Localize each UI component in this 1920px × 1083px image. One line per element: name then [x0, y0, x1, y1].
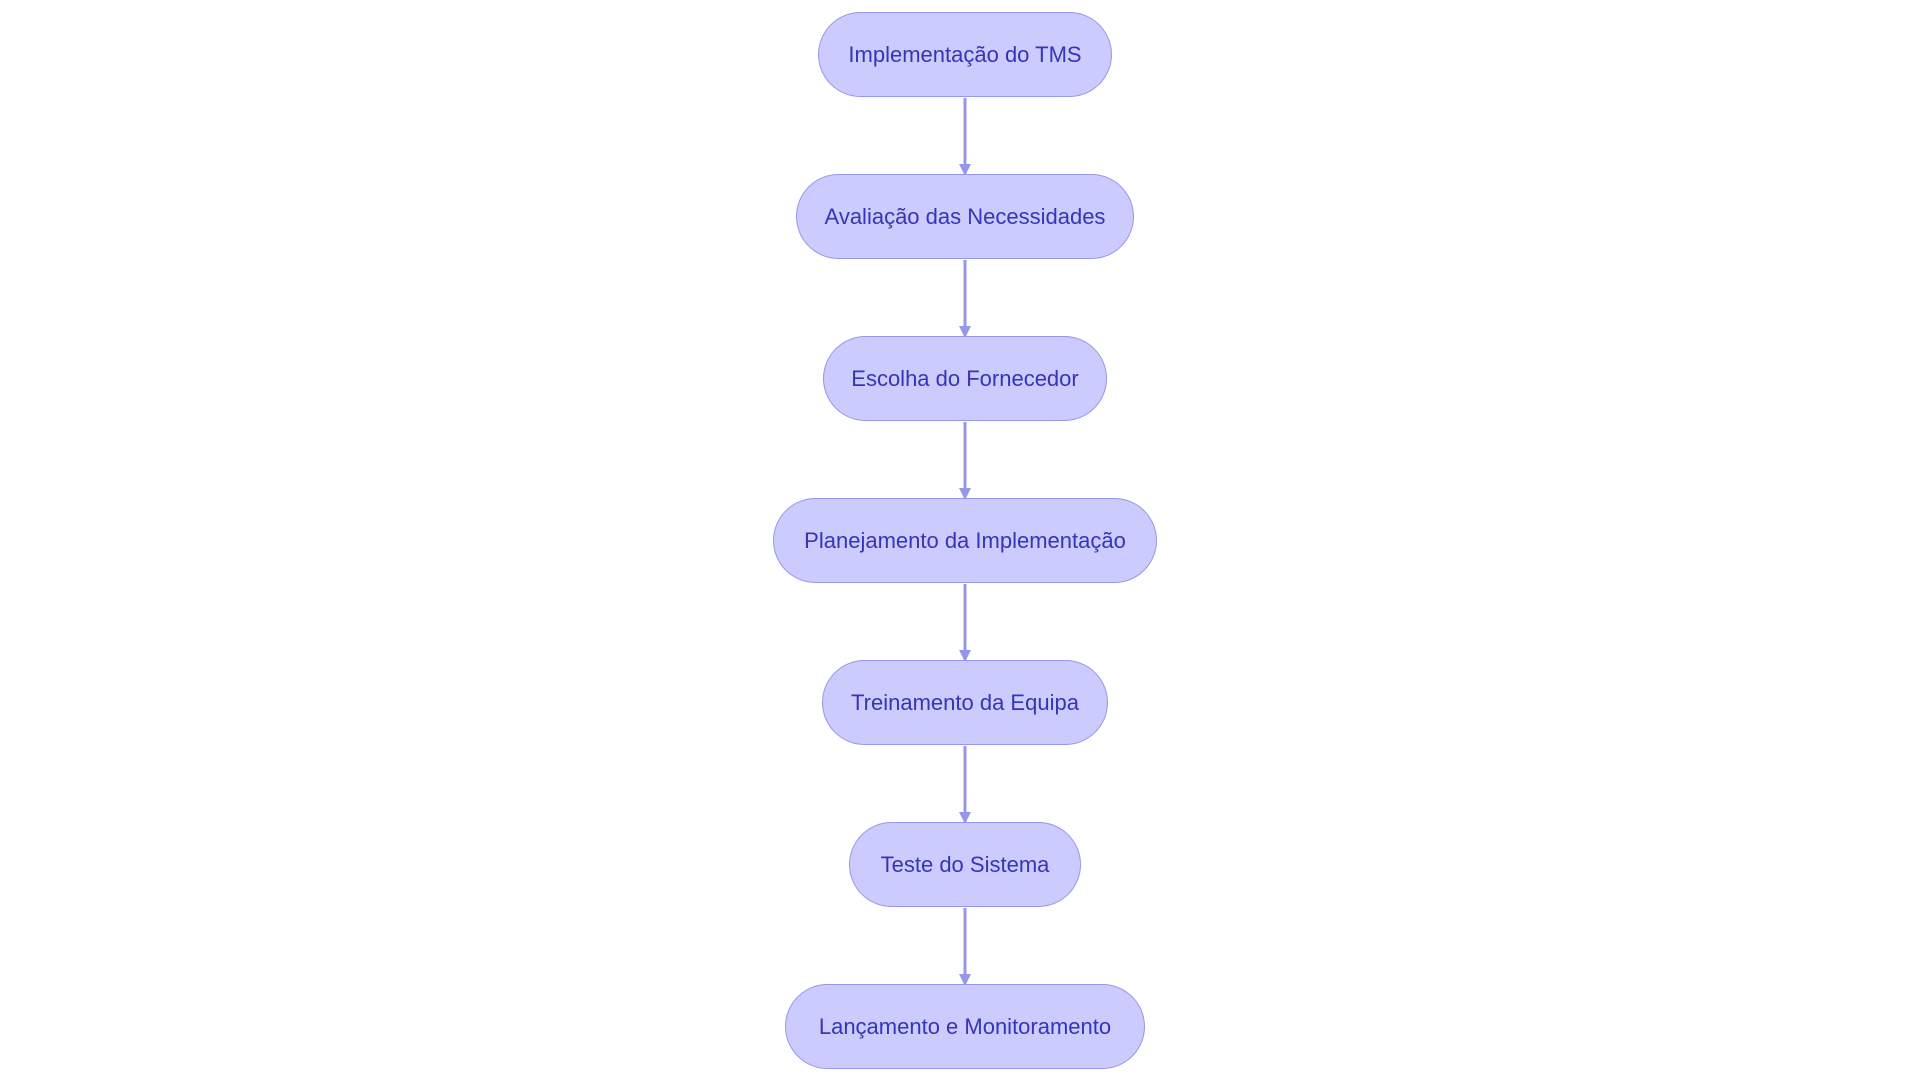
node-lancamento-monitoramento: Lançamento e Monitoramento — [785, 984, 1145, 1069]
node-treinamento-equipa: Treinamento da Equipa — [822, 660, 1108, 745]
node-avaliacao-necessidades: Avaliação das Necessidades — [796, 174, 1134, 259]
node-implementacao-tms: Implementação do TMS — [818, 12, 1112, 97]
node-escolha-fornecedor: Escolha do Fornecedor — [823, 336, 1107, 421]
node-teste-sistema: Teste do Sistema — [849, 822, 1081, 907]
node-planejamento-implementacao: Planejamento da Implementação — [773, 498, 1157, 583]
